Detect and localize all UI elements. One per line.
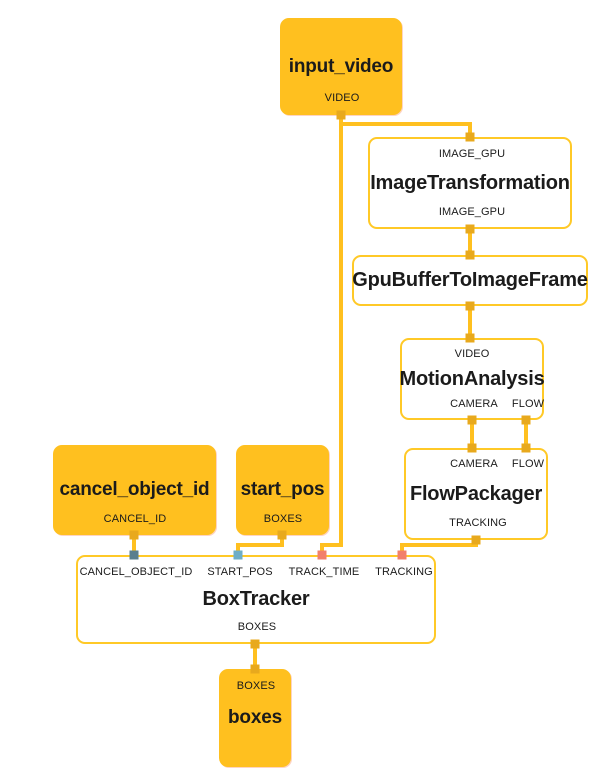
port-label-tracking-out: TRACKING xyxy=(449,517,507,529)
port-cancel_object_id-cancel_id[interactable] xyxy=(129,530,139,540)
node-start_pos[interactable]: start_pos BOXES xyxy=(236,445,329,535)
node-title: boxes xyxy=(228,707,282,728)
port-box_tracker-cancel_object_id[interactable] xyxy=(129,550,139,560)
port-input_video-video[interactable] xyxy=(336,110,346,120)
port-gpu_buffer_to_image_frame-in[interactable] xyxy=(465,250,475,260)
node-title: start_pos xyxy=(240,479,325,500)
node-input_video[interactable]: input_video VIDEO xyxy=(280,18,402,115)
port-motion_analysis-flow[interactable] xyxy=(521,415,531,425)
port-label-image_gpu-in: IMAGE_GPU xyxy=(438,148,506,160)
node-title: input_video xyxy=(288,55,394,77)
port-label-boxes-in: BOXES xyxy=(236,680,276,692)
edge-startpos-to-boxtracker xyxy=(236,535,284,555)
port-image_transformation-image_gpu-in[interactable] xyxy=(465,132,475,142)
node-title: FlowPackager xyxy=(409,482,543,505)
node-title: cancel_object_id xyxy=(59,479,210,500)
node-boxes[interactable]: BOXES boxes xyxy=(219,669,291,767)
port-label-flow-out: FLOW xyxy=(511,398,545,410)
port-box_tracker-track_time[interactable] xyxy=(317,550,327,560)
port-box_tracker-start_pos[interactable] xyxy=(233,550,243,560)
port-label-boxes-out: BOXES xyxy=(263,513,303,525)
port-label-video-in: VIDEO xyxy=(454,348,490,360)
edge-input_video-to-boxtracker-tracktime xyxy=(320,115,343,555)
port-label-cancel_object_id-in: CANCEL_OBJECT_ID xyxy=(79,566,193,578)
node-cancel_object_id[interactable]: cancel_object_id CANCEL_ID xyxy=(53,445,216,535)
port-motion_analysis-video[interactable] xyxy=(465,333,475,343)
node-title: ImageTransformation xyxy=(370,171,570,194)
port-label-flow-in: FLOW xyxy=(511,458,545,470)
port-start_pos-boxes[interactable] xyxy=(277,530,287,540)
node-image_transformation[interactable]: IMAGE_GPU ImageTransformation IMAGE_GPU xyxy=(368,137,572,229)
node-title: GpuBufferToImageFrame xyxy=(352,269,588,291)
port-label-start_pos-in: START_POS xyxy=(207,566,273,578)
port-flow_packager-tracking[interactable] xyxy=(471,535,481,545)
port-image_transformation-image_gpu-out[interactable] xyxy=(465,224,475,234)
node-box_tracker[interactable]: CANCEL_OBJECT_ID START_POS TRACK_TIME TR… xyxy=(76,555,436,644)
edge-flowpackager-to-boxtracker-tracking xyxy=(400,540,478,555)
node-title: BoxTracker xyxy=(202,588,310,610)
edge-input_video-to-imagetransformation xyxy=(339,115,472,137)
port-gpu_buffer_to_image_frame-out[interactable] xyxy=(465,301,475,311)
port-label-track_time-in: TRACK_TIME xyxy=(288,566,360,578)
port-motion_analysis-camera[interactable] xyxy=(467,415,477,425)
port-boxes-in[interactable] xyxy=(250,664,260,674)
port-box_tracker-boxes-out[interactable] xyxy=(250,639,260,649)
port-flow_packager-camera[interactable] xyxy=(467,443,477,453)
node-title: MotionAnalysis xyxy=(399,367,545,390)
port-label-cancel_id-out: CANCEL_ID xyxy=(103,513,167,525)
port-label-image_gpu-out: IMAGE_GPU xyxy=(438,206,506,218)
port-box_tracker-tracking[interactable] xyxy=(397,550,407,560)
node-flow_packager[interactable]: CAMERA FLOW FlowPackager TRACKING xyxy=(404,448,548,540)
node-motion_analysis[interactable]: VIDEO MotionAnalysis CAMERA FLOW xyxy=(399,338,545,420)
port-label-video-out: VIDEO xyxy=(324,92,360,104)
port-label-boxes-out: BOXES xyxy=(237,621,277,633)
node-gpu_buffer_to_image_frame[interactable]: GpuBufferToImageFrame xyxy=(352,255,588,306)
port-label-camera-in: CAMERA xyxy=(450,458,498,470)
port-label-camera-out: CAMERA xyxy=(450,398,498,410)
port-flow_packager-flow[interactable] xyxy=(521,443,531,453)
port-label-tracking-in: TRACKING xyxy=(375,566,433,578)
